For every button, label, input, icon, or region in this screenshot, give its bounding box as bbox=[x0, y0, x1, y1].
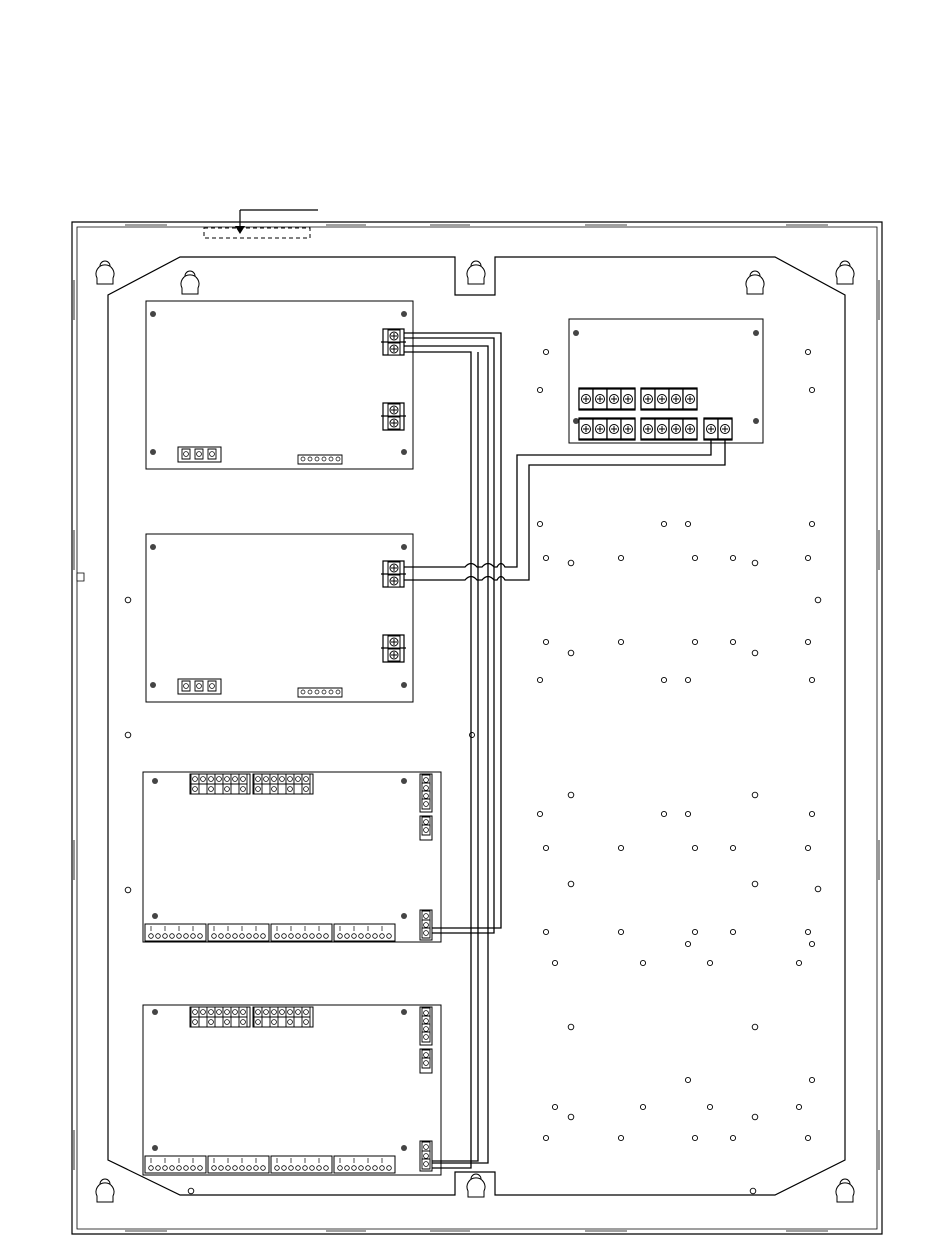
keyhole-slot bbox=[96, 261, 114, 284]
wire-psu2-to-dist-a bbox=[404, 440, 711, 567]
side-connector-upper bbox=[420, 774, 432, 812]
wiring bbox=[404, 333, 725, 1168]
keyhole-slot bbox=[467, 1174, 485, 1197]
bus-terminal bbox=[420, 1141, 432, 1171]
callout-dashed-region bbox=[204, 228, 310, 238]
keyhole-slot bbox=[746, 271, 764, 294]
top-connector-left bbox=[190, 774, 250, 794]
battery-terminal-block bbox=[381, 635, 406, 662]
terminal-strip-upper-right bbox=[641, 388, 697, 410]
power-supply-board-1 bbox=[146, 301, 413, 469]
output-terminal-block bbox=[381, 561, 406, 587]
ac-input-terminal bbox=[178, 447, 221, 462]
signal-connector bbox=[298, 455, 342, 464]
input-terminal-pair bbox=[704, 418, 732, 440]
terminal-strip-lower-right bbox=[641, 418, 697, 440]
keyhole-slot bbox=[836, 1179, 854, 1202]
distribution-board bbox=[569, 319, 763, 443]
terminal-strip-lower-left bbox=[579, 418, 635, 440]
terminal-strip-upper-left bbox=[579, 388, 635, 410]
signal-connector bbox=[298, 688, 342, 697]
side-notch bbox=[77, 573, 84, 581]
bus-terminal bbox=[420, 910, 432, 940]
top-connector-right bbox=[253, 1007, 313, 1027]
keyhole-slot bbox=[836, 261, 854, 284]
side-connector-lower bbox=[420, 1049, 432, 1073]
keyhole-slot bbox=[181, 271, 199, 294]
side-connector-lower bbox=[420, 816, 432, 840]
top-connector-left bbox=[190, 1007, 250, 1027]
wire-psu2-to-dist-b bbox=[404, 440, 725, 580]
output-terminal-block bbox=[381, 329, 406, 355]
ac-input-terminal bbox=[178, 679, 221, 694]
side-connector-upper bbox=[420, 1007, 432, 1045]
power-supply-board-2 bbox=[146, 534, 413, 702]
io-module-board-2 bbox=[143, 1005, 441, 1175]
battery-terminal-block bbox=[381, 403, 406, 430]
top-connector-right bbox=[253, 774, 313, 794]
io-module-board-1 bbox=[143, 772, 441, 942]
keyhole-slot bbox=[96, 1179, 114, 1202]
callout-arrow bbox=[204, 210, 318, 238]
keyhole-slot bbox=[467, 261, 485, 284]
